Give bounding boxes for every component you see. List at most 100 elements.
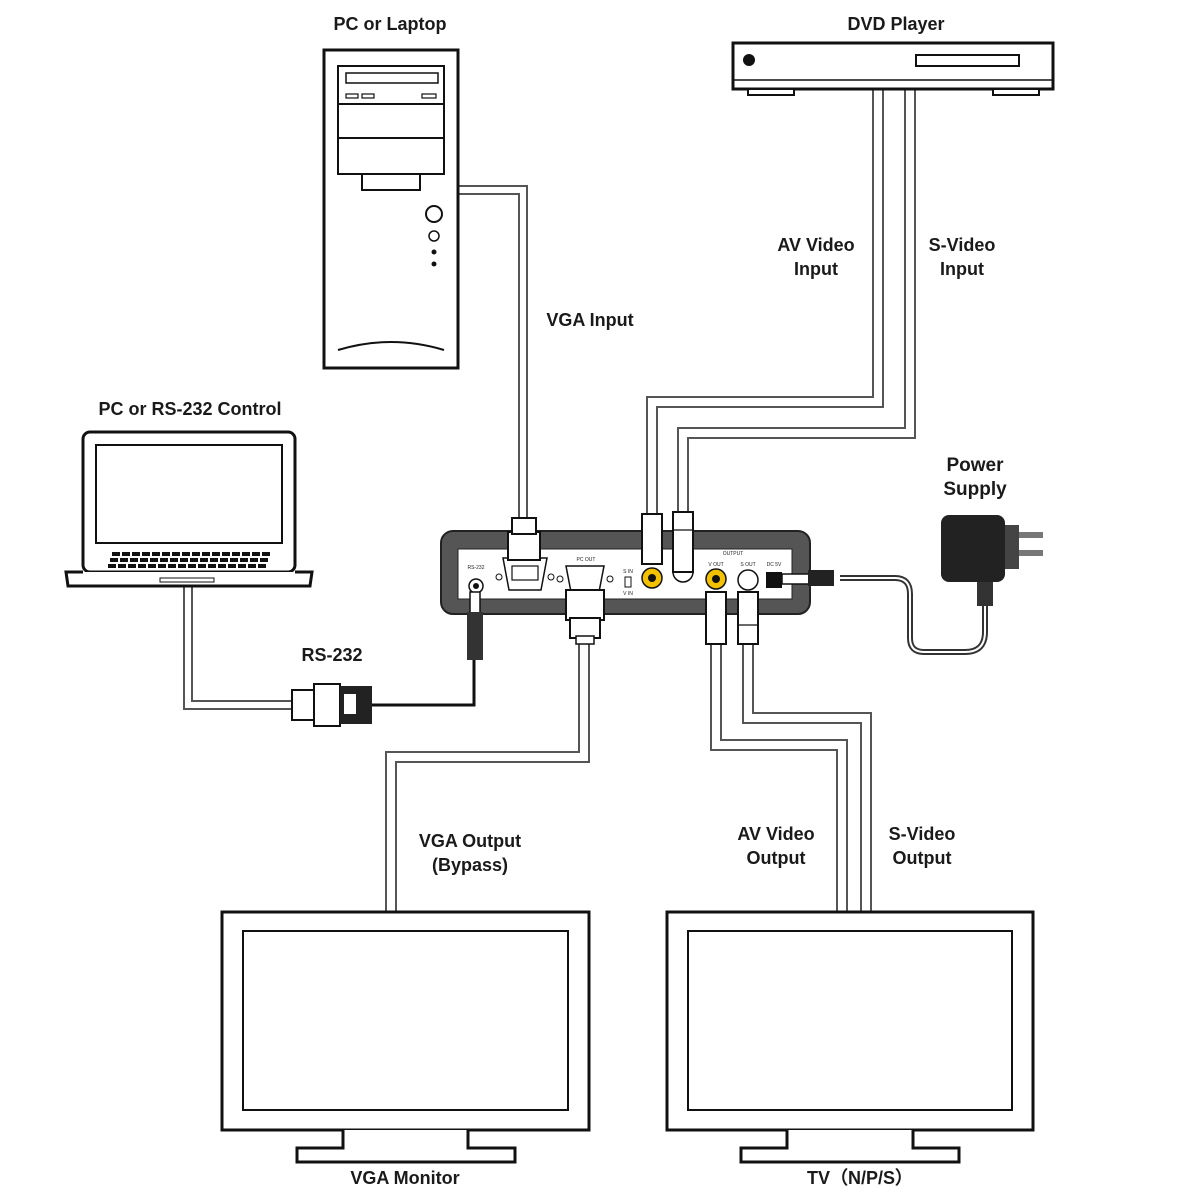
- power-label-line1: Power: [946, 455, 1004, 476]
- s-output-label: S-Video Output: [862, 822, 982, 870]
- av-output-label: AV Video Output: [716, 822, 836, 870]
- laptop-key: [130, 558, 138, 562]
- db9-connector: [291, 683, 372, 727]
- laptop-key: [152, 552, 160, 556]
- s-input-line2: Input: [940, 259, 984, 279]
- laptop-key: [248, 564, 256, 568]
- power-label-line2: Supply: [943, 479, 1007, 500]
- av-input-port: [641, 513, 663, 589]
- laptop-key: [258, 564, 266, 568]
- laptop: [64, 430, 314, 588]
- laptop-key: [240, 558, 248, 562]
- panel-s-out-label: S OUT: [740, 562, 755, 568]
- power-adapter: [941, 515, 1043, 606]
- laptop-key: [208, 564, 216, 568]
- control-label: PC or RS-232 Control: [98, 399, 282, 419]
- dc-power-port: [766, 570, 834, 588]
- laptop-key: [112, 552, 120, 556]
- laptop-key: [188, 564, 196, 568]
- laptop-key: [262, 552, 270, 556]
- laptop-key: [148, 564, 156, 568]
- vga-output-line2: (Bypass): [431, 855, 509, 875]
- dvd-label: DVD Player: [847, 14, 945, 34]
- laptop-key: [158, 564, 166, 568]
- laptop-key: [120, 558, 128, 562]
- s-video-output-cable: [742, 645, 872, 912]
- s-video-input-port: [672, 511, 694, 583]
- laptop-key: [198, 564, 206, 568]
- av-input-label: AV Video Input: [756, 233, 876, 281]
- vga-input-port: [495, 517, 555, 591]
- vga-input-label: VGA Input: [546, 310, 634, 330]
- laptop-key: [170, 558, 178, 562]
- laptop-key: [250, 558, 258, 562]
- laptop-key: [192, 552, 200, 556]
- laptop-key: [210, 558, 218, 562]
- s-video-output-port: [737, 569, 759, 645]
- laptop-key: [230, 558, 238, 562]
- laptop-key: [150, 558, 158, 562]
- vga-monitor: [220, 910, 591, 1164]
- laptop-key: [232, 552, 240, 556]
- tv-label: TV（N/P/S）: [806, 1168, 913, 1188]
- panel-dc-label: DC 5V: [767, 562, 782, 568]
- av-output-port: [705, 568, 727, 645]
- laptop-key: [238, 564, 246, 568]
- laptop-key: [128, 564, 136, 568]
- laptop-key: [218, 564, 226, 568]
- laptop-key: [260, 558, 268, 562]
- laptop-key: [118, 564, 126, 568]
- s-input-line1: S-Video: [928, 235, 996, 255]
- rs232-control-cable: [183, 584, 292, 710]
- laptop-key: [138, 564, 146, 568]
- rs232-jack-cable: [372, 660, 476, 707]
- vga-input-cable: [458, 185, 528, 520]
- av-output-line1: AV Video: [737, 824, 815, 844]
- av-input-line1: AV Video: [777, 235, 855, 255]
- laptop-key: [122, 552, 130, 556]
- tv-set: [665, 910, 1035, 1164]
- s-input-label: S-Video Input: [902, 233, 1022, 281]
- dvd-player: [731, 41, 1055, 96]
- laptop-key: [108, 564, 116, 568]
- panel-v-in-label: V IN: [623, 591, 633, 597]
- laptop-key: [242, 552, 250, 556]
- power-supply-label: Power Supply: [915, 454, 1035, 502]
- laptop-key: [222, 552, 230, 556]
- power-cable: [840, 575, 988, 655]
- monitor-label: VGA Monitor: [350, 1168, 460, 1188]
- laptop-key: [110, 558, 118, 562]
- panel-v-out-label: V OUT: [708, 562, 723, 568]
- laptop-key: [182, 552, 190, 556]
- laptop-key: [190, 558, 198, 562]
- laptop-key: [178, 564, 186, 568]
- panel-rs232-label: RS-232: [468, 565, 485, 571]
- panel-output-label: OUTPUT: [723, 551, 744, 557]
- pc-label: PC or Laptop: [333, 14, 447, 34]
- rs232-label: RS-232: [301, 645, 363, 665]
- converter-unit: RS-232 PC OUT S IN V IN: [440, 511, 834, 660]
- pc-tower: [322, 48, 460, 370]
- s-output-line1: S-Video: [888, 824, 956, 844]
- pc-out-port: [556, 565, 614, 645]
- vga-output-label: VGA Output (Bypass): [400, 829, 540, 877]
- laptop-key: [180, 558, 188, 562]
- laptop-key: [168, 564, 176, 568]
- laptop-keyboard: [108, 552, 270, 568]
- laptop-key: [162, 552, 170, 556]
- panel-s-in-label: S IN: [623, 569, 633, 575]
- vga-output-line1: VGA Output: [418, 831, 522, 851]
- laptop-key: [252, 552, 260, 556]
- laptop-key: [142, 552, 150, 556]
- s-output-line2: Output: [892, 848, 952, 868]
- av-input-line2: Input: [794, 259, 838, 279]
- rs232-jack-plug: [467, 591, 483, 660]
- panel-pc-out-label: PC OUT: [577, 557, 596, 563]
- laptop-key: [228, 564, 236, 568]
- laptop-key: [202, 552, 210, 556]
- laptop-key: [132, 552, 140, 556]
- laptop-key: [212, 552, 220, 556]
- laptop-key: [172, 552, 180, 556]
- laptop-key: [200, 558, 208, 562]
